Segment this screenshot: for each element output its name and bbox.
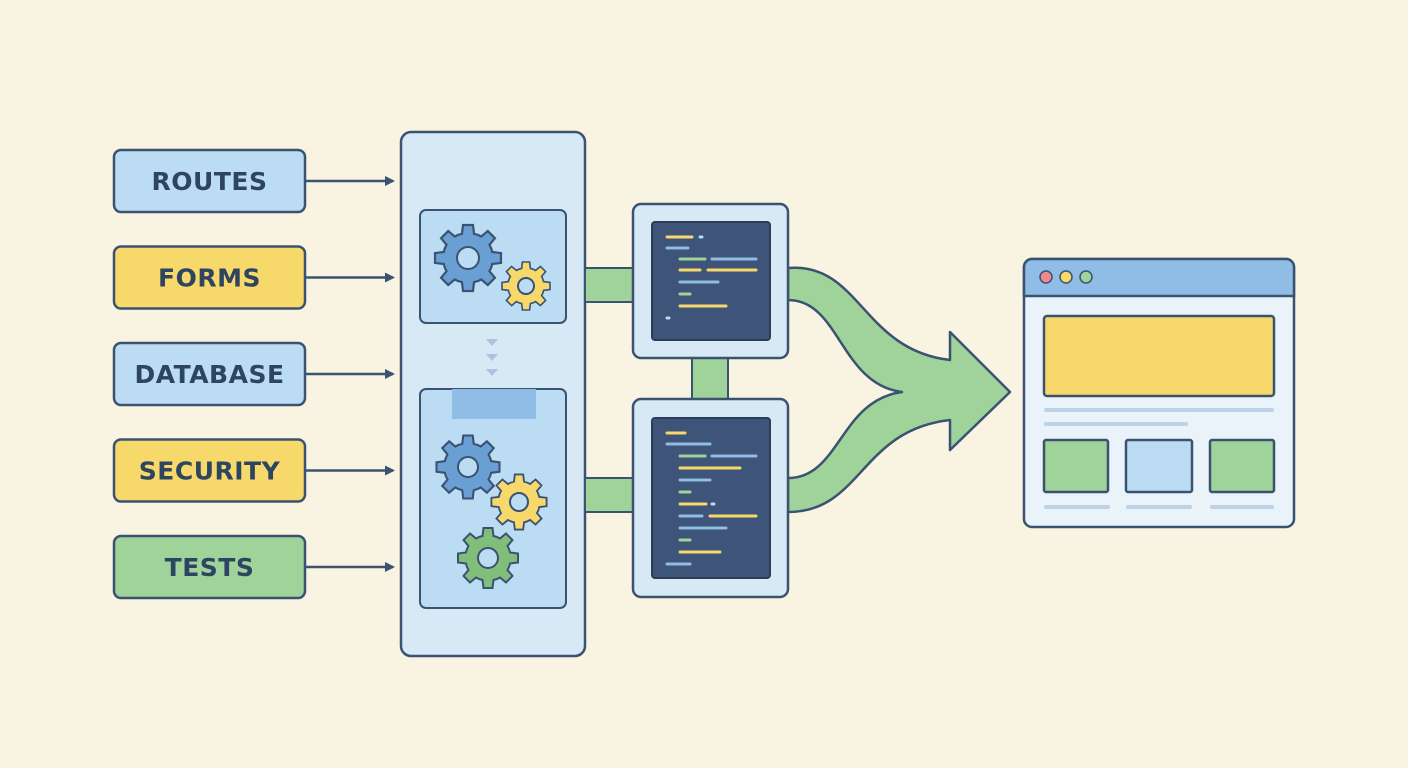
input-label-database: DATABASE (112, 341, 395, 407)
arrow-icon (786, 266, 1012, 514)
label-text: TESTS (165, 553, 255, 582)
input-label-security: SECURITY (112, 438, 395, 503)
chevron-down-icon (486, 339, 498, 376)
content-card (1042, 438, 1110, 494)
gear-icon (433, 223, 503, 293)
window-minimize-dot (1059, 270, 1073, 284)
label-text: DATABASE (134, 360, 284, 389)
gear-icon (435, 434, 501, 500)
content-card (1124, 438, 1194, 494)
label-text: SECURITY (139, 457, 281, 486)
gear-icon (457, 527, 519, 589)
gear-icon (501, 261, 551, 311)
input-list: ROUTES FORMS DATABASE SECURITY TESTS (112, 148, 395, 600)
code-editor-icon (631, 202, 790, 360)
window-maximize-dot (1079, 270, 1093, 284)
label-text: FORMS (158, 264, 261, 293)
gear-icon (490, 473, 548, 531)
input-label-forms: FORMS (112, 245, 395, 310)
content-card (1208, 438, 1276, 494)
input-label-tests: TESTS (112, 534, 395, 600)
processor-panel (399, 130, 587, 658)
code-editor-icon (631, 397, 790, 599)
window-close-dot (1039, 270, 1053, 284)
hero-banner (1042, 314, 1276, 398)
label-text: ROUTES (152, 167, 268, 196)
connector (584, 267, 729, 513)
input-label-routes: ROUTES (112, 148, 395, 214)
browser-window-icon (1022, 257, 1296, 529)
